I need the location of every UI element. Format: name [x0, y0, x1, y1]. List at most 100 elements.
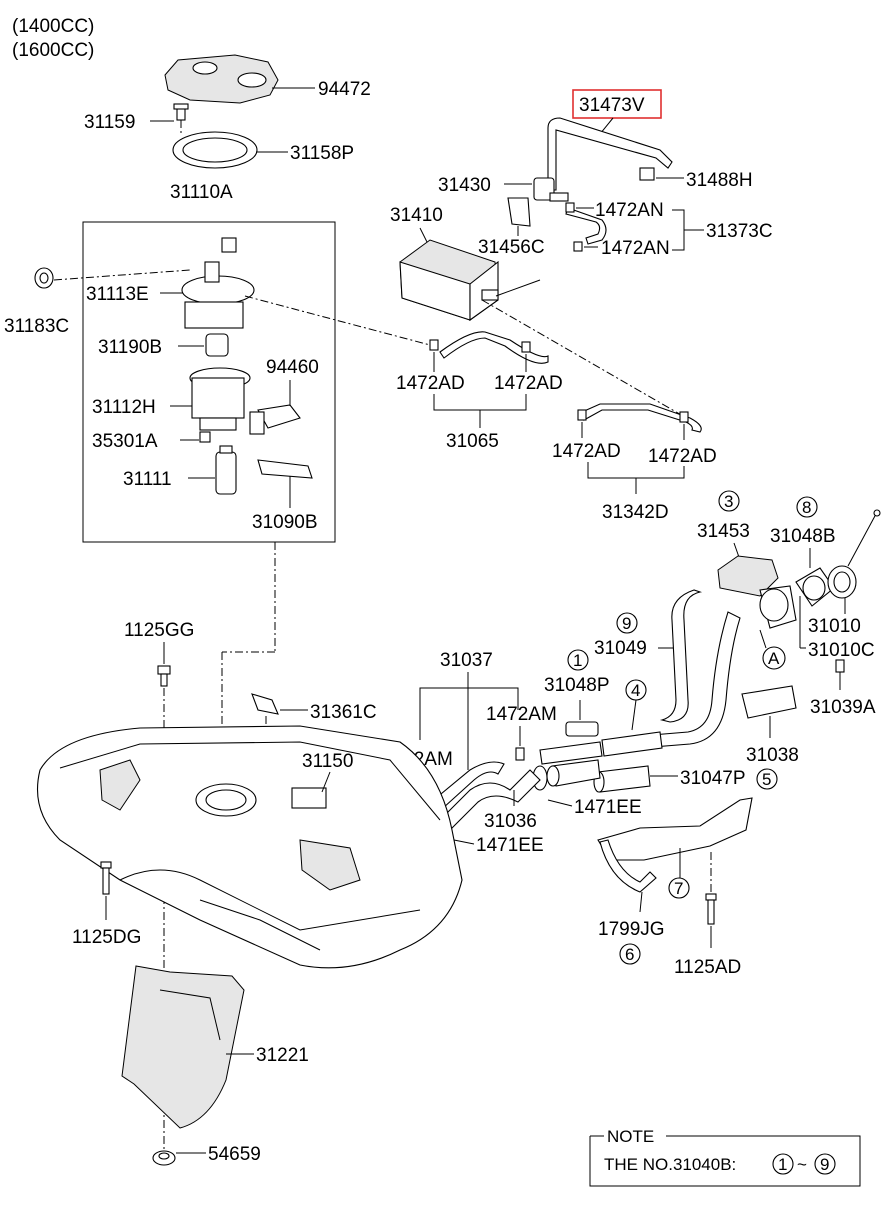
part-31430: 31430: [438, 175, 491, 196]
canister-31410: [399, 239, 499, 322]
part-1472AM-a: 1472AM: [486, 704, 557, 725]
part-31190B: 31190B: [98, 337, 162, 358]
part-31048B: 31048B: [770, 526, 836, 547]
bolt-31039A: [835, 659, 845, 673]
part-31342D: 31342D: [602, 502, 669, 523]
part-31047P: 31047P: [680, 768, 746, 789]
part-31039A: 31039A: [810, 697, 876, 718]
part-1472AD-b: 1472AD: [494, 373, 563, 394]
pump-motor-31111: [215, 445, 237, 495]
part-31150: 31150: [302, 751, 353, 772]
part-31036: 31036: [484, 811, 537, 832]
pump-flange: [181, 237, 255, 329]
note-sep: ~: [797, 1155, 807, 1174]
pump-module-frame: [82, 221, 336, 543]
cap-31010: [827, 509, 881, 599]
part-31473V: 31473V: [579, 95, 645, 116]
part-31221: 31221: [256, 1045, 309, 1066]
part-31037: 31037: [440, 650, 493, 671]
bolt-1125GG: [157, 665, 171, 687]
highlight-box-31473V: [572, 89, 662, 119]
callout-5: [756, 768, 778, 790]
part-1125DG: 1125DG: [72, 927, 141, 948]
note-box: [589, 1135, 861, 1187]
part-1471EE-a: 1471EE: [574, 797, 642, 818]
callout-3-label: 3: [724, 492, 733, 511]
callout-3: [718, 490, 740, 512]
part-94460: 94460: [266, 357, 319, 378]
bolt-1125DG: [100, 861, 112, 895]
part-31010: 31010: [808, 616, 861, 637]
part-31111: 31111: [123, 469, 172, 490]
hose-31047P: [593, 765, 651, 793]
part-1472AN-a: 1472AN: [595, 200, 664, 221]
callout-A-label: A: [768, 649, 780, 668]
callout-A: [762, 646, 786, 670]
clip-1472AN-b: [573, 241, 583, 252]
screw-31159: [173, 103, 189, 121]
engine-label-1600: (1600CC): [12, 40, 94, 61]
callout-8-label: 8: [802, 498, 811, 517]
bolt-1125AD: [705, 893, 717, 925]
note-to: 9: [820, 1155, 829, 1174]
part-1125AD: 1125AD: [674, 957, 741, 978]
vent-hose-31473V: [547, 117, 673, 191]
part-1472AD-c: 1472AD: [552, 441, 621, 462]
clip-1472AN-a: [565, 202, 575, 213]
callout-6-label: 6: [625, 945, 634, 964]
callout-9: [616, 612, 638, 634]
part-31113E: 31113E: [86, 284, 149, 305]
sender-94460: [249, 404, 301, 435]
clip-1472AD-c: [577, 409, 587, 421]
pump-cover-gasket: [164, 54, 279, 104]
filler-neck-31040B: [539, 589, 741, 765]
note-callout-from: [772, 1153, 794, 1175]
regulator-35301A: [199, 431, 211, 443]
part-31158P: 31158P: [290, 143, 354, 164]
callout-1: [567, 649, 589, 671]
connector-31488H: [639, 167, 655, 181]
part-31488H: 31488H: [686, 170, 753, 191]
part-1799JG: 1799JG: [598, 919, 665, 940]
part-31159: 31159: [84, 112, 135, 133]
clip-1472AM-a: [515, 747, 525, 761]
part-35301A: 35301A: [92, 431, 158, 452]
neck-protector: [597, 797, 753, 861]
callout-5-label: 5: [762, 770, 771, 789]
nut-54659: [152, 1150, 176, 1166]
strainer-31090B: [257, 459, 313, 479]
part-31373C: 31373C: [706, 221, 773, 242]
hose-31373C: [565, 207, 607, 245]
reservoir-31112H: [189, 367, 251, 431]
callout-7-label: 7: [674, 879, 683, 898]
callout-7: [668, 877, 690, 899]
tube-31048P: [565, 721, 599, 737]
part-31456C: 31456C: [478, 237, 545, 258]
part-31361C: 31361C: [310, 702, 377, 723]
part-1472AN-b: 1472AN: [601, 238, 670, 259]
hose-31036-outlet: [546, 759, 601, 787]
part-31453: 31453: [697, 521, 750, 542]
part-54659: 54659: [208, 1144, 261, 1165]
part-1472AD-a: 1472AD: [396, 373, 465, 394]
callout-1-label: 1: [573, 651, 582, 670]
part-31010C: 31010C: [808, 640, 875, 661]
part-1471EE-b: 1471EE: [476, 835, 544, 856]
clip-1472AD-a: [429, 339, 439, 351]
ring-31158P: [172, 131, 258, 169]
valve-31430: [533, 177, 569, 202]
hose-31036: [429, 769, 541, 841]
callout-9-label: 9: [622, 614, 631, 633]
heat-shield-31221: [121, 965, 245, 1129]
part-31049: 31049: [594, 638, 647, 659]
filter-31190B: [205, 333, 229, 357]
note-title: NOTE: [607, 1127, 654, 1146]
note-text: THE NO.31040B:: [604, 1155, 736, 1174]
fuel-tank-31150: [36, 725, 463, 969]
note-callout-to: [814, 1153, 836, 1175]
part-31038: 31038: [746, 745, 799, 766]
part-94472: 94472: [318, 79, 371, 100]
part-31065: 31065: [446, 431, 499, 452]
callout-4-label: 4: [631, 681, 640, 700]
